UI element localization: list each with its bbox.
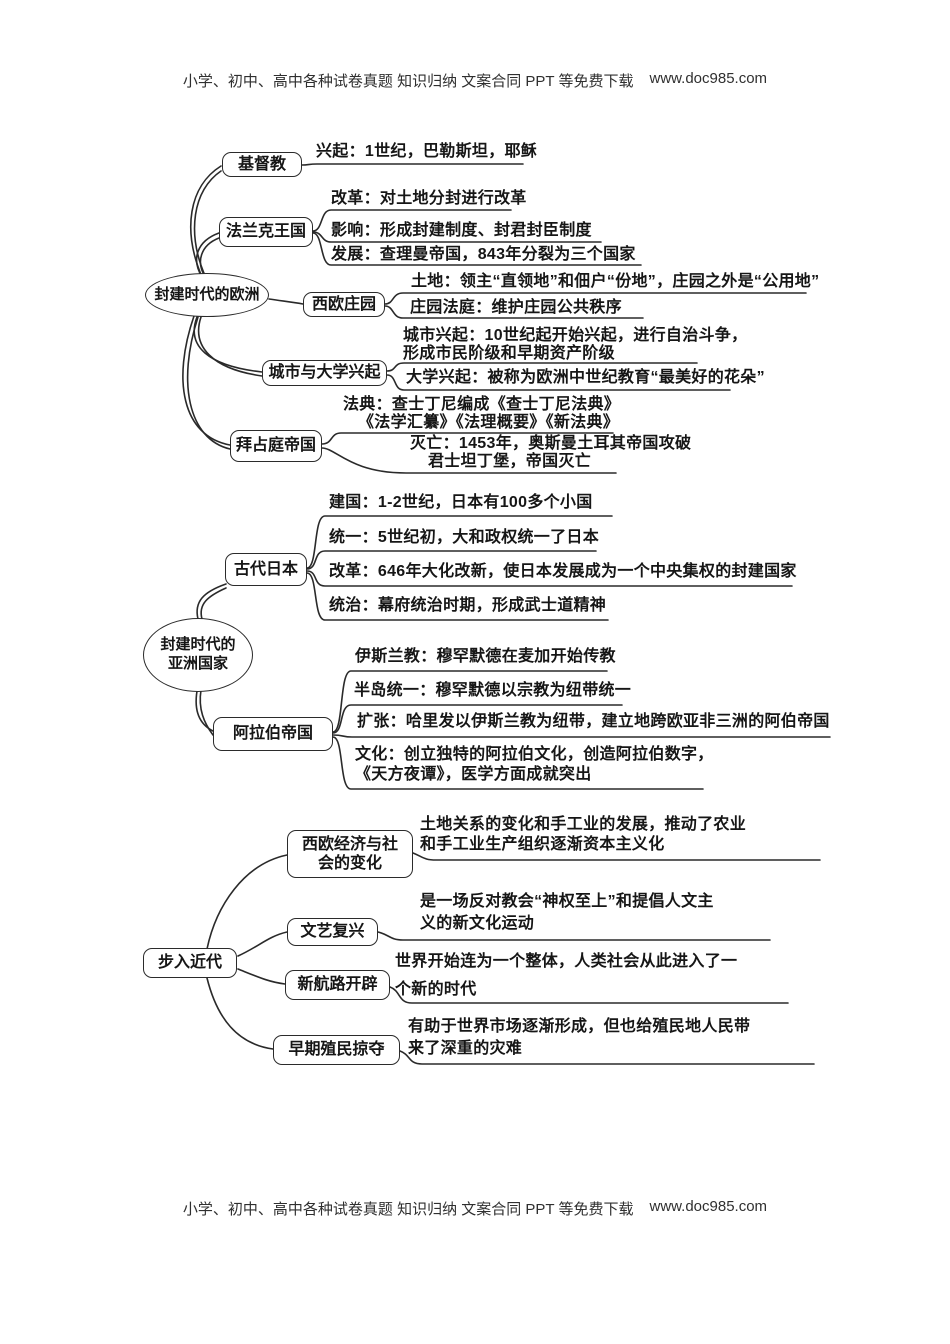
leaf-japan-founding: 建国：1-2世纪，日本有100多个小国: [329, 494, 593, 511]
footer-note-text: 小学、初中、高中各种试卷真题 知识归纳 文案合同 PPT 等免费下载: [182, 1201, 634, 1218]
node-christianity-label: 基督教: [237, 155, 286, 173]
leaf-economy-text-line1: 土地关系的变化和手工业的发展，推动了农业: [420, 816, 747, 833]
header-note-site: www.doc985.com: [649, 70, 768, 87]
wire-asia-japan: [196, 583, 227, 620]
wire-economy-text: [412, 852, 821, 861]
node-frankish-kingdom-label: 法兰克王国: [225, 223, 306, 241]
footer-note-site: www.doc985.com: [649, 1198, 768, 1215]
node-western-economy-label-line1: 西欧经济与社: [301, 835, 398, 853]
leaf-renaissance-text-line2: 义的新文化运动: [420, 915, 535, 932]
asia-root-label-line2: 亚洲国家: [167, 655, 228, 672]
europe-root-node: 封建时代的欧洲: [145, 273, 269, 317]
wire-europe-byzantine-2: [186, 316, 231, 450]
header-note: 小学、初中、高中各种试卷真题 知识归纳 文案合同 PPT 等免费下载 www.d…: [0, 70, 950, 91]
node-new-routes-label: 新航路开辟: [297, 976, 378, 994]
node-frankish-kingdom: 法兰克王国: [219, 217, 313, 247]
leaf-manor-court: 庄园法庭：维护庄园公共秩序: [410, 299, 622, 316]
leaf-japan-reform: 改革：646年大化改新，使日本发展成为一个中央集权的封建国家: [329, 563, 797, 580]
leaf-navigation-text-line1: 世界开始连为一个整体，人类社会从此进入了一: [395, 953, 738, 970]
node-byzantine: 拜占庭帝国: [230, 430, 322, 462]
node-cities-universities-label: 城市与大学兴起: [268, 364, 381, 382]
wire-asia-arab: [195, 690, 214, 732]
wire-christianity-rise: [301, 163, 524, 166]
leaf-manor-land: 土地：领主“直领地”和佃户“份地”，庄园之外是“公用地”: [411, 273, 820, 290]
node-renaissance: 文艺复兴: [287, 918, 378, 946]
node-christianity: 基督教: [222, 152, 302, 177]
modern-root-node: 步入近代: [143, 948, 237, 978]
footer-note: 小学、初中、高中各种试卷真题 知识归纳 文案合同 PPT 等免费下载 www.d…: [0, 1198, 950, 1219]
leaf-frankish-impact: 影响：形成封建制度、封君封臣制度: [331, 222, 592, 239]
leaf-japan-unification: 统一：5世纪初，大和政权统一了日本: [329, 529, 599, 546]
node-arab-empire-label: 阿拉伯帝国: [232, 725, 313, 743]
node-western-manor: 西欧庄园: [303, 292, 385, 317]
leaf-economy-text-line2: 和手工业生产组织逐渐资本主义化: [420, 836, 665, 853]
leaf-colonial-text-line1: 有助于世界市场逐渐形成，但也给殖民地人民带: [408, 1018, 751, 1035]
wire-asia-arab-2: [199, 689, 214, 736]
node-renaissance-label: 文艺复兴: [300, 923, 365, 941]
node-ancient-japan-label: 古代日本: [233, 560, 298, 578]
leaf-frankish-development: 发展：查理曼帝国，843年分裂为三个国家: [331, 246, 636, 263]
header-note-text: 小学、初中、高中各种试卷真题 知识归纳 文案合同 PPT 等免费下载: [182, 73, 634, 90]
leaf-japan-rule: 统治：幕府统治时期，形成武士道精神: [329, 597, 607, 614]
wire-europe-manor: [268, 298, 304, 305]
leaf-navigation-text-line2: 个新的时代: [395, 981, 477, 998]
node-new-routes: 新航路开辟: [285, 970, 390, 1000]
wire-europe-christianity: [190, 165, 222, 278]
node-western-economy: 西欧经济与社 会的变化: [287, 830, 413, 878]
leaf-byzantine-fall-line1: 灭亡：1453年，奥斯曼土耳其帝国攻破: [410, 435, 692, 452]
leaf-arab-peninsula: 半岛统一：穆罕默德以宗教为纽带统一: [354, 682, 632, 699]
leaf-byzantine-code-line1: 法典：查士丁尼编成《查士丁尼法典》: [343, 396, 621, 413]
node-western-economy-label-line2: 会的变化: [317, 855, 382, 872]
wire-modern-colonial: [206, 977, 274, 1050]
wire-renaissance-text: [377, 931, 771, 941]
europe-root-label: 封建时代的欧洲: [154, 285, 260, 303]
leaf-byzantine-code-line2: 《法学汇纂》《法理概要》《新法典》: [358, 414, 620, 431]
wire-europe-frankish-2: [199, 237, 220, 279]
leaf-christianity-rise: 兴起：1世纪，巴勒斯坦，耶稣: [316, 143, 538, 160]
wire-europe-frankish: [195, 232, 220, 278]
modern-root-label: 步入近代: [157, 954, 222, 972]
wire-arab-expansion: [332, 734, 831, 738]
node-early-colonial: 早期殖民掠夺: [273, 1035, 400, 1065]
leaf-cities-rise-line1: 城市兴起：10世纪起开始兴起，进行自治斗争，: [403, 327, 748, 344]
wire-europe-byzantine: [182, 315, 231, 446]
leaf-frankish-reform: 改革：对土地分封进行改革: [331, 190, 527, 207]
leaf-byzantine-fall-line2: 君士坦丁堡，帝国灭亡: [428, 453, 592, 470]
asia-root-node: 封建时代的 亚洲国家: [143, 618, 253, 692]
leaf-cities-rise-line2: 形成市民阶级和早期资产阶级: [403, 345, 615, 362]
leaf-arab-culture-line2: 《天方夜谭》，医学方面成就突出: [355, 766, 592, 783]
leaf-arab-expansion: 扩张：哈里发以伊斯兰教为纽带，建立地跨欧亚非三洲的阿伯帝国: [357, 713, 830, 730]
node-early-colonial-label: 早期殖民掠夺: [288, 1041, 385, 1059]
wire-modern-renaissance: [237, 931, 288, 957]
node-cities-universities: 城市与大学兴起: [262, 360, 387, 386]
wire-asia-japan-2: [200, 587, 227, 620]
leaf-colonial-text-line2: 来了深重的灾难: [408, 1040, 523, 1057]
wire-europe-cities: [193, 316, 263, 373]
wire-modern-economy: [206, 854, 288, 950]
wire-europe-cities-2: [197, 316, 263, 377]
node-ancient-japan: 古代日本: [225, 553, 307, 586]
leaf-cities-university: 大学兴起：被称为欧洲中世纪教育“最美好的花朵”: [406, 369, 765, 386]
leaf-renaissance-text-line1: 是一场反对教会“神权至上”和提倡人文主: [420, 893, 714, 910]
node-western-manor-label: 西欧庄园: [311, 295, 376, 313]
leaf-arab-culture-line1: 文化：创立独特的阿拉伯文化，创造阿拉伯数字，: [355, 746, 714, 763]
node-byzantine-label: 拜占庭帝国: [235, 437, 316, 455]
node-arab-empire: 阿拉伯帝国: [213, 717, 333, 751]
wire-europe-christianity-2: [193, 170, 222, 279]
leaf-arab-islam: 伊斯兰教：穆罕默德在麦加开始传教: [355, 648, 616, 665]
wire-modern-navigation: [237, 968, 286, 985]
asia-root-label-line1: 封建时代的: [160, 636, 236, 654]
